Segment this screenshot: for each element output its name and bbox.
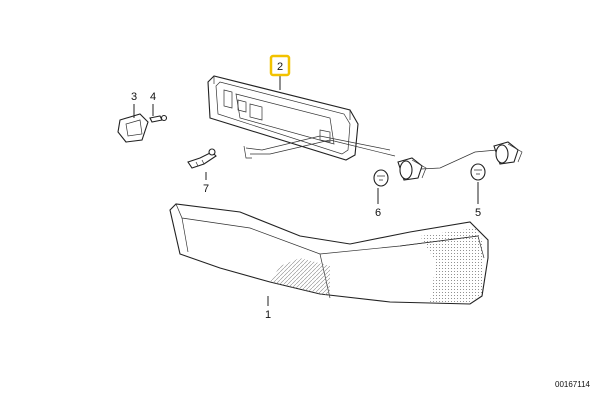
callout-7: 7 [203, 183, 209, 195]
callout-2: 2 [277, 61, 283, 73]
bulb-socket-part-6 [373, 157, 427, 187]
callout-3: 3 [131, 91, 137, 103]
indicator-lens-part-1 [169, 203, 489, 305]
callout-4: 4 [150, 91, 156, 103]
callout-5: 5 [475, 207, 481, 219]
clip-part-3 [117, 113, 149, 143]
callout-2-highlight [269, 54, 291, 77]
screw-part-4 [149, 114, 168, 123]
callout-6: 6 [375, 207, 381, 219]
bulb-socket-part-5 [470, 141, 523, 181]
bulb-carrier-part [207, 75, 396, 161]
drawing-code: 00167114 [555, 380, 591, 389]
bolt-part-7 [187, 148, 217, 169]
callout-1: 1 [265, 309, 271, 321]
leader-lines [133, 76, 479, 306]
